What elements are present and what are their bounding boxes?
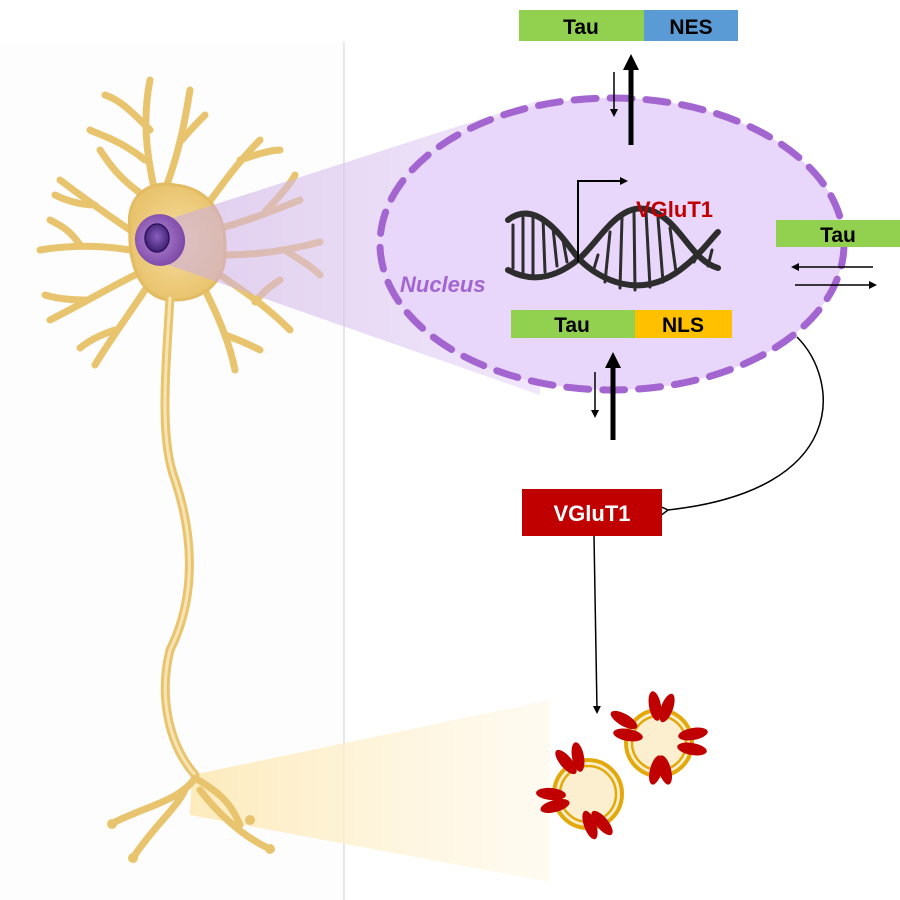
gene-label: VGluT1 (636, 197, 713, 222)
nls-label: NLS (662, 314, 704, 337)
nes-segment (644, 10, 738, 41)
synaptic-vesicle-icon (536, 691, 708, 840)
nls-segment (635, 310, 732, 338)
vglut1-protein-box: VGluT1 (522, 489, 662, 536)
axon-terminals (111, 774, 272, 859)
tau-label: Tau (554, 314, 590, 337)
terminal-zoom-cone (190, 700, 550, 882)
vglut1-protein-label: VGluT1 (553, 501, 630, 526)
vesicle (536, 742, 624, 840)
tau-segment (511, 310, 635, 338)
cell-nucleus (134, 214, 186, 266)
trafficking-arrow (592, 535, 601, 714)
transcription-start-arrow-icon (577, 177, 628, 262)
tau-label: Tau (820, 224, 856, 247)
tau-segment (519, 10, 644, 41)
tau-nes-construct: Tau NES (519, 10, 738, 41)
expression-arrow (657, 336, 824, 518)
nucleus-label: Nucleus (400, 272, 486, 297)
nucleus-zoom (376, 94, 848, 394)
tau-nls-construct: Tau NLS (511, 310, 732, 338)
dna-double-helix-icon (505, 205, 721, 292)
tau-label: Tau (563, 16, 599, 39)
vesicle (610, 691, 708, 785)
nes-label: NES (669, 16, 712, 39)
tau-free: Tau (776, 220, 900, 247)
